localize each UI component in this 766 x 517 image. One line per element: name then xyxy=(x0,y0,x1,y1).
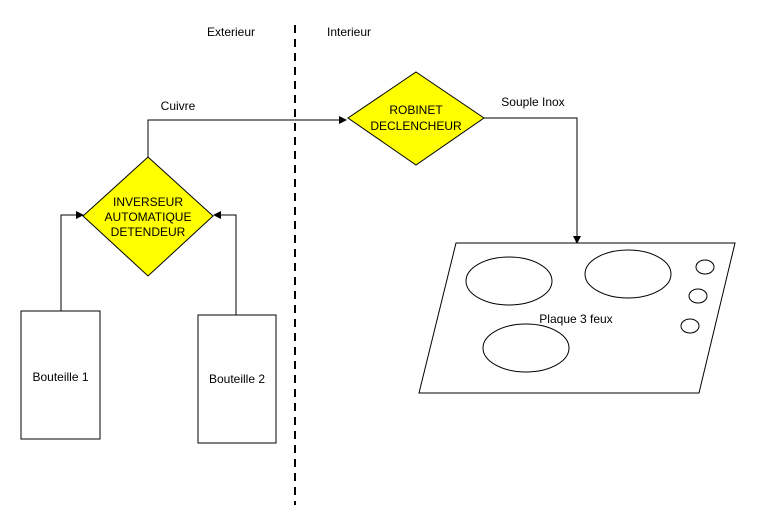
burner-back-left xyxy=(482,323,570,373)
robinet-label-line2: DECLENCHEUR xyxy=(370,119,462,133)
control-knob-1 xyxy=(695,259,715,275)
inverseur-label-line3: DETENDEUR xyxy=(111,225,186,239)
bouteille-2-label: Bouteille 2 xyxy=(209,372,265,386)
connector-cuivre-label: Cuivre xyxy=(161,99,196,113)
control-knob-3 xyxy=(680,318,700,334)
connector-souple-inox-label: Souple Inox xyxy=(501,95,564,109)
inverseur-label-line2: AUTOMATIQUE xyxy=(105,210,192,224)
zone-label-interior: Interieur xyxy=(327,25,371,39)
bouteille-1-label: Bouteille 1 xyxy=(32,370,88,384)
bouteille-2-box xyxy=(197,314,277,444)
robinet-diamond xyxy=(347,71,485,166)
burner-front-left xyxy=(465,256,553,306)
burner-front-right xyxy=(584,249,672,299)
connector-souple-inox xyxy=(484,117,581,244)
inverseur-diamond xyxy=(82,156,214,277)
connector-bouteille-1-to-inverseur xyxy=(60,211,84,311)
zone-label-exterior: Exterieur xyxy=(207,25,255,39)
inverseur-label-line1: INVERSEUR xyxy=(113,195,183,209)
plaque-label: Plaque 3 feux xyxy=(539,312,612,326)
connector-cuivre xyxy=(147,116,347,157)
control-knob-2 xyxy=(688,288,708,304)
robinet-label-line1: ROBINET xyxy=(389,103,443,117)
connector-bouteille-2-to-inverseur xyxy=(213,211,237,315)
